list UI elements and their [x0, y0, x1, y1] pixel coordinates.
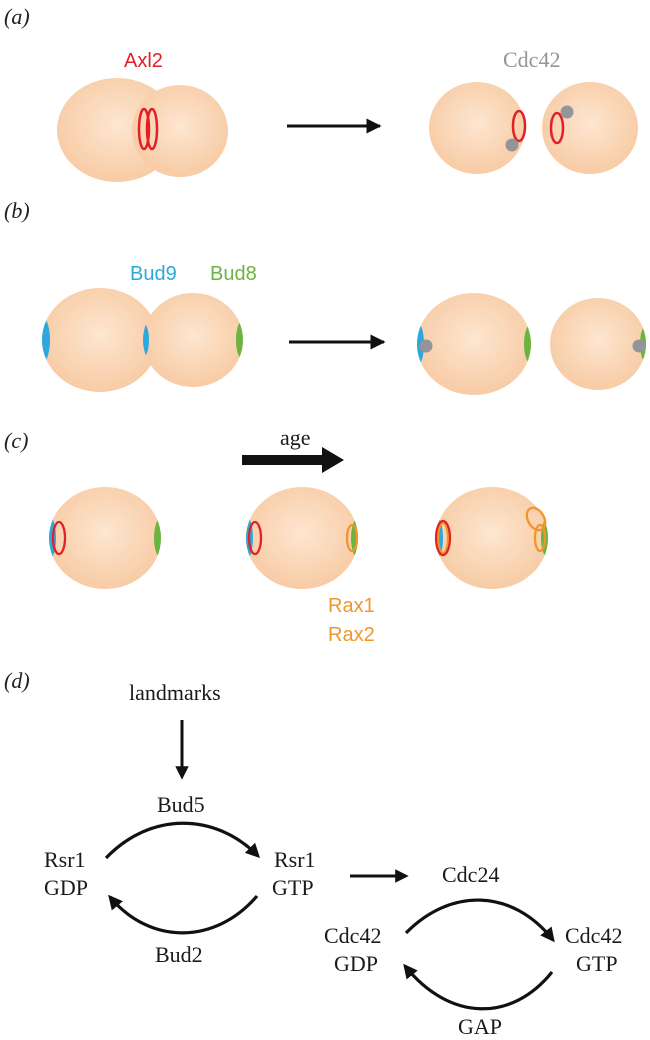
axl2-ring	[51, 520, 67, 556]
cdc42-marker	[419, 339, 433, 353]
rsr1-gtp-line2: GTP	[272, 875, 314, 900]
landmarks-label: landmarks	[129, 680, 221, 705]
bud8-cap	[154, 518, 161, 558]
mother-cell	[429, 82, 525, 174]
axl2-ring	[434, 519, 452, 557]
axl2-ring	[247, 520, 263, 556]
bud8-label: Bud8	[210, 263, 257, 285]
axl2-ring	[549, 111, 565, 145]
cdc42-gtp-line1: Cdc42	[565, 923, 622, 948]
rax-ring	[525, 506, 547, 532]
bud8-cap	[524, 324, 531, 364]
bud9-cap	[42, 318, 50, 362]
mother-cell	[417, 293, 531, 395]
cdc42-gtp-line2: GTP	[576, 951, 618, 976]
rax-ring	[345, 523, 359, 553]
cell	[436, 487, 548, 589]
bud8-cap	[541, 518, 548, 558]
panel-a-after-cells	[429, 82, 638, 174]
axl2-ring	[511, 109, 527, 143]
daughter-cell	[143, 293, 243, 387]
cdc42-gdp-line2: GDP	[334, 951, 378, 976]
cdc42-marker	[560, 105, 574, 119]
panel-c-cell-old	[434, 487, 548, 589]
cdc42-gdp-line1: Cdc42	[324, 923, 381, 948]
daughter-cell	[132, 85, 228, 177]
panel-b-after-cells	[417, 293, 646, 395]
daughter-cell	[550, 298, 646, 390]
gap-label: GAP	[458, 1014, 502, 1039]
axl2-ring	[436, 521, 450, 555]
daughter-cell	[542, 82, 638, 174]
rsr1-gdp-line2: GDP	[44, 875, 88, 900]
cell	[246, 487, 358, 589]
cdc42-label: Cdc42	[503, 47, 560, 72]
cdc24-label: Cdc24	[442, 862, 499, 887]
bud9-cap	[417, 322, 424, 366]
cdc42-inactivation-arrow	[403, 963, 554, 1011]
axl2-ring	[137, 107, 151, 151]
bud2-label: Bud2	[155, 942, 203, 967]
bud5-label: Bud5	[157, 792, 205, 817]
axl2-label: Axl2	[124, 50, 163, 72]
axl2-ring	[145, 107, 159, 151]
inactivation-arrow	[108, 894, 259, 935]
rax2-label: Rax2	[328, 624, 375, 646]
panel-c-label: (c)	[4, 428, 28, 453]
cdc42-marker	[632, 339, 646, 353]
rax1-label: Rax1	[328, 595, 375, 617]
cell	[49, 487, 161, 589]
bud9-cap	[246, 516, 253, 560]
panel-c-cell-middle	[246, 487, 359, 589]
panel-d-label: (d)	[4, 668, 30, 693]
bud9-label: Bud9	[130, 263, 177, 285]
cdc42-activation-arrow	[404, 898, 555, 943]
bud8-cap	[236, 320, 243, 360]
bud9-cap	[143, 324, 149, 356]
age-arrow-head	[322, 447, 344, 473]
age-label: age	[280, 425, 311, 450]
rsr1-gtp-line1: Rsr1	[274, 847, 316, 872]
panel-a-before-cells	[57, 78, 228, 182]
bud8-cap	[640, 326, 646, 362]
rsr1-gdp-line1: Rsr1	[44, 847, 86, 872]
activation-arrow	[104, 821, 261, 860]
panel-a-label: (a)	[4, 4, 30, 29]
mother-cell	[42, 288, 158, 392]
cdc42-marker	[505, 138, 519, 152]
panel-c-cell-young	[49, 487, 161, 589]
rax-ring	[533, 523, 547, 553]
bud9-cap	[49, 516, 56, 560]
panel-b-label: (b)	[4, 198, 30, 223]
panel-b-before-cells	[42, 288, 243, 392]
